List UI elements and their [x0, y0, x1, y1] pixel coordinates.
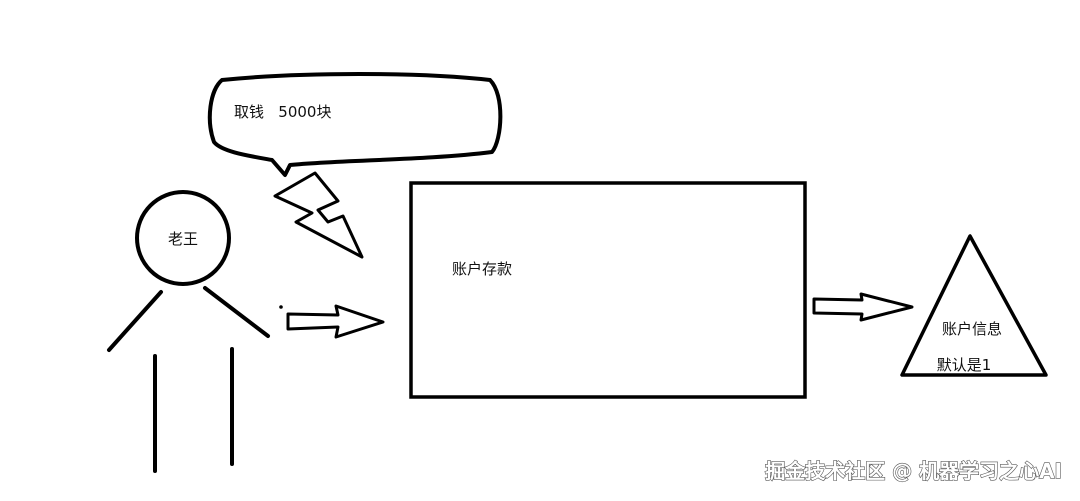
lightning-bolt-icon	[273, 171, 364, 259]
person-head	[135, 190, 231, 286]
info-triangle-outline	[900, 234, 1048, 377]
speech-bubble-text: 取钱 5000块	[234, 103, 331, 121]
person-label: 老王	[168, 230, 198, 248]
stray-dot	[279, 305, 283, 309]
info-triangle-line2: 默认是1	[937, 356, 992, 374]
arrow-to-account-icon	[286, 304, 385, 339]
speech-bubble: 取钱 5000块	[207, 72, 503, 177]
info-triangle: 账户信息 默认是1	[900, 234, 1048, 377]
info-triangle-line1: 账户信息	[942, 320, 1002, 338]
arrow-to-info-icon	[812, 292, 914, 322]
account-box-outline	[409, 181, 807, 399]
person-left-arm	[107, 290, 163, 352]
account-box-label: 账户存款	[452, 260, 512, 278]
speech-bubble-outline	[207, 72, 503, 177]
account-box: 账户存款	[409, 181, 807, 399]
person-figure: 老王	[107, 190, 283, 473]
person-right-arm	[203, 286, 270, 338]
watermark-text: 掘金技术社区 @ 机器学习之心AI	[765, 459, 1062, 483]
